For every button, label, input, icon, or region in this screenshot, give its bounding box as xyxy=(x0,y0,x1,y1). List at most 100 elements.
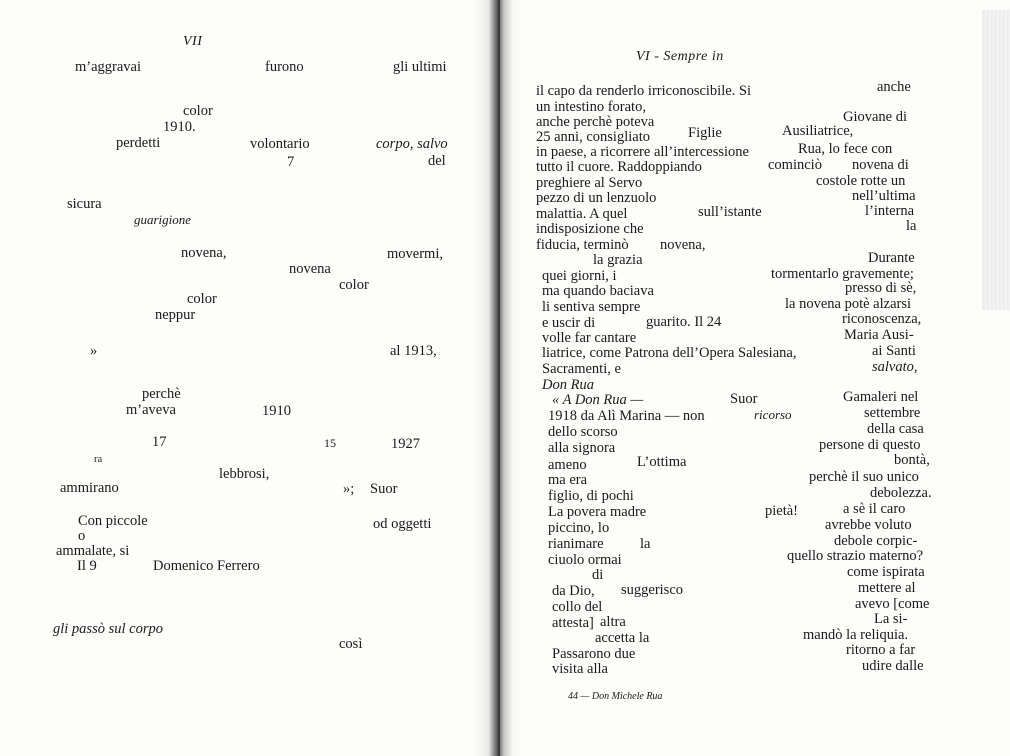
text-fragment: color xyxy=(339,277,369,293)
text-fragment: mandò la reliquia. xyxy=(803,627,909,643)
text-fragment: alla signora xyxy=(548,440,616,456)
text-fragment: rianimare xyxy=(548,536,604,552)
text-fragment: 1918 da Alì Marina — non xyxy=(548,408,705,424)
text-fragment: mettere al xyxy=(858,580,916,596)
text-fragment: novena, xyxy=(181,245,227,261)
text-fragment: da Dio, xyxy=(552,583,595,599)
page-footer: 44 — Don Michele Rua xyxy=(568,691,663,702)
text-fragment: cominciò xyxy=(768,157,822,173)
text-fragment: pietà! xyxy=(765,503,799,519)
text-fragment: debolezza. xyxy=(870,485,932,501)
text-fragment: dello scorso xyxy=(548,424,618,440)
text-fragment: quei giorni, i xyxy=(542,268,617,284)
text-fragment: un intestino forato, xyxy=(536,99,646,115)
text-fragment: novena xyxy=(289,261,331,277)
text-fragment: color xyxy=(187,291,217,307)
text-fragment: 1927 xyxy=(391,436,420,452)
text-fragment: così xyxy=(339,636,363,652)
text-fragment: L’ottima xyxy=(637,454,687,470)
text-fragment: di xyxy=(592,567,604,583)
text-fragment: udire dalle xyxy=(862,658,924,674)
text-fragment: e uscir di xyxy=(542,315,596,331)
text-fragment: quello strazio materno? xyxy=(787,548,924,564)
text-fragment: tutto il cuore. Raddoppiando xyxy=(536,159,702,175)
text-fragment: indisposizione che xyxy=(536,221,644,237)
text-fragment: pezzo di un lenzuolo xyxy=(536,190,657,206)
text-fragment: Durante xyxy=(868,250,915,266)
text-fragment: fiducia, terminò xyxy=(536,237,629,253)
text-fragment: Maria Ausi- xyxy=(844,327,914,343)
left-page-header: VII xyxy=(183,34,203,49)
text-fragment: Domenico Ferrero xyxy=(153,558,260,574)
text-fragment: Il 9 xyxy=(77,558,97,574)
text-fragment: la xyxy=(906,218,917,234)
text-fragment: salvato, xyxy=(872,359,918,375)
text-fragment: ra xyxy=(94,454,103,465)
text-fragment: m’aveva xyxy=(126,402,176,418)
text-fragment: Don Rua xyxy=(542,377,594,393)
text-fragment: « A Don Rua — xyxy=(552,392,644,408)
text-fragment: La povera madre xyxy=(548,504,647,520)
text-fragment: avrebbe voluto xyxy=(825,517,912,533)
text-fragment: guarito. Il 24 xyxy=(646,314,722,330)
text-fragment: m’aggravai xyxy=(75,59,142,75)
text-fragment: l’interna xyxy=(865,203,915,219)
text-fragment: costole rotte un xyxy=(816,173,906,189)
left-page: VII m’aggravai furono gli ultimi color 1… xyxy=(0,0,495,756)
text-fragment: »; xyxy=(343,481,355,497)
text-fragment: 25 anni, consigliato xyxy=(536,129,650,145)
text-fragment: neppur xyxy=(155,307,196,323)
text-fragment: della casa xyxy=(867,421,924,437)
text-fragment: il capo da renderlo irriconoscibile. Si xyxy=(536,83,752,99)
text-fragment: volontario xyxy=(250,136,310,152)
text-fragment: novena, xyxy=(660,237,706,253)
text-fragment: perdetti xyxy=(116,135,161,151)
text-fragment: tormentarlo gravemente; xyxy=(771,266,914,282)
text-fragment: anche perchè poteva xyxy=(536,114,655,130)
text-fragment: persone di questo xyxy=(819,437,921,453)
text-fragment: La si- xyxy=(874,611,908,627)
text-fragment: 15 xyxy=(324,436,336,450)
text-fragment: 17 xyxy=(152,434,167,450)
text-fragment: ammirano xyxy=(60,480,119,496)
text-fragment: altra xyxy=(600,614,626,630)
text-fragment: a sè il caro xyxy=(843,501,906,517)
text-fragment: color xyxy=(183,103,213,119)
text-fragment: corpo, salvo xyxy=(376,136,448,152)
text-fragment: bontà, xyxy=(894,452,930,468)
text-fragment: o xyxy=(78,528,86,544)
text-fragment: la grazia xyxy=(593,252,643,268)
text-fragment: visita alla xyxy=(552,661,608,677)
page-edge-texture xyxy=(982,10,1010,310)
book-spine-line xyxy=(498,0,500,756)
text-fragment: al 1913, xyxy=(390,343,437,359)
text-fragment: ammalate, si xyxy=(56,543,130,559)
text-fragment: accetta la xyxy=(595,630,650,646)
text-fragment: la xyxy=(640,536,651,552)
text-fragment: anche xyxy=(877,79,911,95)
text-fragment: 1910. xyxy=(163,119,196,135)
right-page-header: VI - Sempre in xyxy=(636,49,724,64)
text-fragment: come ispirata xyxy=(847,564,925,580)
text-fragment: debole corpic- xyxy=(834,533,918,549)
text-fragment: Giovane di xyxy=(843,109,908,125)
text-fragment: avevo [come xyxy=(855,596,930,612)
text-fragment: malattia. A quel xyxy=(536,206,628,222)
text-fragment: volle far cantare xyxy=(542,330,637,346)
text-fragment: liatrice, come Patrona dell’Opera Salesi… xyxy=(542,345,797,361)
text-fragment: la novena potè alzarsi xyxy=(785,296,912,312)
text-fragment: ciuolo ormai xyxy=(548,552,622,568)
text-fragment: figlio, di pochi xyxy=(548,488,634,504)
text-fragment: ma quando baciava xyxy=(542,283,654,299)
text-fragment: collo del xyxy=(552,599,603,615)
text-fragment: attesta] xyxy=(552,615,594,631)
text-fragment: Passarono due xyxy=(552,646,636,662)
text-fragment: movermi, xyxy=(387,246,443,262)
text-fragment: ai Santi xyxy=(872,343,916,359)
text-fragment: Gamaleri nel xyxy=(843,389,919,405)
text-fragment: Sacramenti, e xyxy=(542,361,621,377)
text-fragment: 1910 xyxy=(262,403,291,419)
text-fragment: perchè xyxy=(142,386,181,402)
text-fragment: preghiere al Servo xyxy=(536,175,643,191)
